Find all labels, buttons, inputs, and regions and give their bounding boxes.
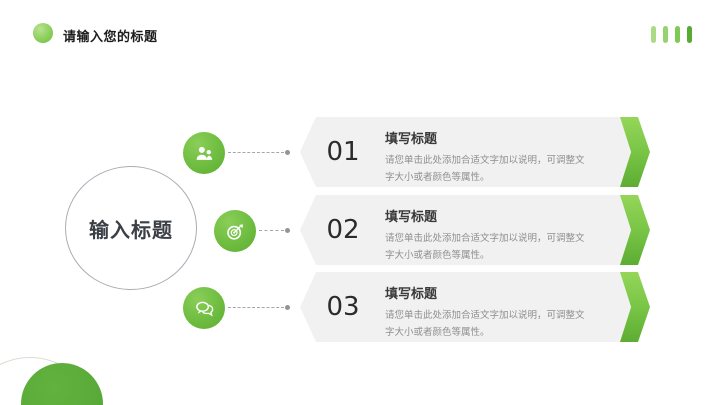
connector-dot-2 xyxy=(285,228,290,233)
connector-dot-3 xyxy=(285,305,290,310)
step-card-1[interactable]: 01 填写标题 请您单击此处添加合适文字加以说明，可调整文字大小或者颜色等属性。 xyxy=(300,117,635,187)
slide-title-placeholder[interactable]: 请输入您的标题 xyxy=(63,30,158,45)
step-number: 02 xyxy=(326,215,360,245)
decor-bar-2 xyxy=(663,26,668,43)
main-topic-circle[interactable]: 输入标题 xyxy=(65,166,197,290)
step-description-placeholder[interactable]: 请您单击此处添加合适文字加以说明，可调整文字大小或者颜色等属性。 xyxy=(385,310,585,338)
people-icon-glyph xyxy=(196,146,212,160)
step-description-placeholder[interactable]: 请您单击此处添加合适文字加以说明，可调整文字大小或者颜色等属性。 xyxy=(385,155,585,183)
step-card-2[interactable]: 02 填写标题 请您单击此处添加合适文字加以说明，可调整文字大小或者颜色等属性。 xyxy=(300,195,635,265)
step-title-placeholder[interactable]: 填写标题 xyxy=(385,210,438,225)
connector-line-1 xyxy=(228,152,284,153)
connector-dot-1 xyxy=(285,150,290,155)
chat-icon-glyph xyxy=(195,301,213,316)
connector-line-3 xyxy=(228,307,284,308)
step-title-placeholder[interactable]: 填写标题 xyxy=(385,287,438,302)
target-icon xyxy=(214,210,256,252)
step-title-placeholder[interactable]: 填写标题 xyxy=(385,132,438,147)
step-number: 03 xyxy=(326,292,360,322)
connector-line-2 xyxy=(259,230,284,231)
header-bullet-dot xyxy=(33,23,53,43)
decor-bar-4 xyxy=(687,26,692,43)
step-number: 01 xyxy=(326,137,360,167)
decor-bar-1 xyxy=(651,26,656,43)
step-card-3[interactable]: 03 填写标题 请您单击此处添加合适文字加以说明，可调整文字大小或者颜色等属性。 xyxy=(300,272,635,342)
header-decor-bars xyxy=(651,26,692,43)
chat-icon xyxy=(183,287,225,329)
decor-bar-3 xyxy=(675,26,680,43)
target-icon-glyph xyxy=(226,223,243,240)
people-icon xyxy=(183,132,225,174)
step-description-placeholder[interactable]: 请您单击此处添加合适文字加以说明，可调整文字大小或者颜色等属性。 xyxy=(385,233,585,261)
